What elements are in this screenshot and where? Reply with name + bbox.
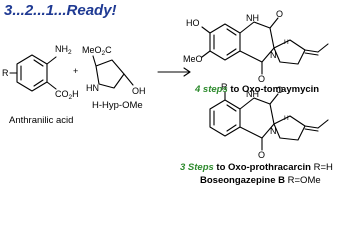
tomaymycin-meo-atom: MeO [183,54,203,64]
hyp-nh-atom: HN [86,83,99,93]
oxo-prothracarcin-structure [209,91,329,151]
tomaymycin-nh-atom: NH [246,13,259,23]
prothracarcin-nh-atom: NH [246,89,259,99]
prothracarcin-n-atom: N [270,126,277,136]
prothracarcin-h-atom: H [284,115,289,122]
plus-sign: + [73,66,78,76]
prothracarcin-o2-atom: O [258,150,265,160]
top-product-name: Oxo-tomaymycin [242,84,320,95]
top-steps-to: to [227,84,242,95]
bottom-r1-note: R=H [313,162,333,173]
hyp-ome-structure [92,55,134,89]
reaction-scheme: R NH2 CO2H + MeO2C HN OH HO MeO NH O O N… [2,9,329,160]
bottom-r2-note: R=OMe [287,175,321,186]
tomaymycin-o1-atom: O [276,9,283,19]
bottom-product-caption-2: Boseongazepine B R=OMe [200,176,321,186]
bottom-steps-count: 3 Steps [180,162,214,173]
hyp-oh-atom: OH [132,86,146,96]
tomaymycin-h-atom: H [284,39,289,46]
anthranilic-acid-structure [9,54,57,92]
anthranilic-co2h-atom: CO2H [55,89,79,101]
top-steps-count: 4 steps [195,84,228,95]
bottom-product-caption-1: 3 Steps to Oxo-prothracarcin R=H [180,163,333,173]
headline: 3...2...1...Ready! [4,2,117,19]
anthranilic-nh2-atom: NH2 [55,44,72,56]
tomaymycin-ho-atom: HO [186,18,200,28]
bottom-product-name-2: Boseongazepine B [200,175,285,186]
bottom-product-name-1: Oxo-prothracarcin [228,162,311,173]
oxo-tomaymycin-structure [201,17,329,75]
bottom-steps-to: to [213,162,229,173]
prothracarcin-r-atom: R [221,82,228,92]
anthranilic-acid-label: Anthranilic acid [9,115,74,126]
top-product-caption: 4 steps to Oxo-tomaymycin [195,85,319,95]
hyp-meo2c-atom: MeO2C [82,45,112,57]
prothracarcin-o1-atom: O [276,85,283,95]
anthranilic-r-atom: R [2,68,9,78]
tomaymycin-o2-atom: O [258,74,265,84]
tomaymycin-n-atom: N [270,50,277,60]
hyp-ome-label: H-Hyp-OMe [92,100,143,111]
